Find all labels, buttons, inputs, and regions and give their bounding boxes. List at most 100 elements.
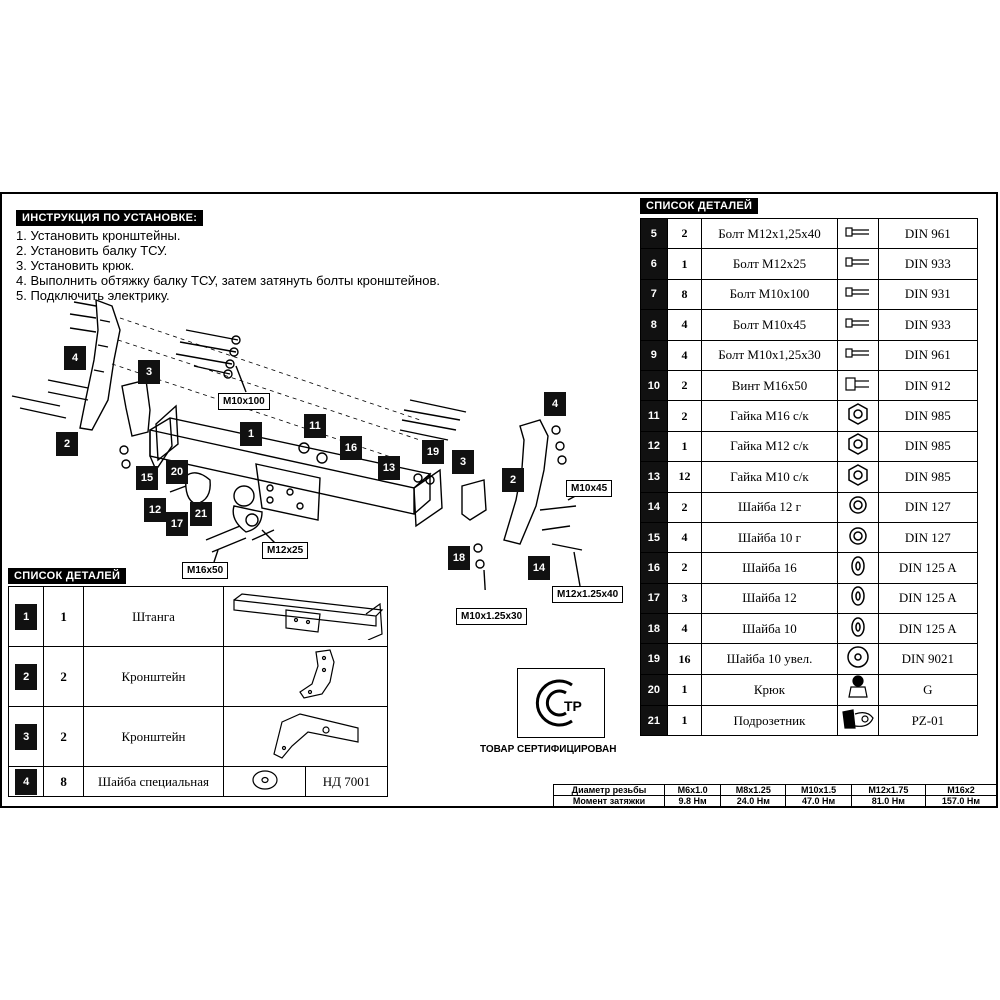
screw-icon — [836, 369, 879, 402]
instructions-title: ИНСТРУКЦИЯ ПО УСТАНОВКЕ: — [16, 210, 204, 226]
diagram-number-21: 21 — [190, 502, 212, 526]
part-qty: 12 — [666, 461, 703, 493]
diagram-number-4-left: 4 — [64, 346, 86, 370]
part-qty: 8 — [666, 278, 703, 311]
part-standard: DIN 985 — [877, 430, 979, 463]
left-parts-row: 1 1 Штанга — [7, 586, 388, 647]
part-name: Шайба 16 — [701, 552, 838, 584]
diagram-number-15: 15 — [136, 466, 158, 490]
part-qty: 2 — [666, 369, 703, 402]
diagram-number-1: 1 — [240, 422, 262, 446]
bolt-icon — [836, 278, 879, 311]
left-part-qty: 8 — [43, 766, 84, 797]
bolt-icon — [836, 217, 879, 250]
special-washer-drawing — [223, 766, 307, 797]
part-standard: DIN 9021 — [877, 643, 979, 675]
part-number: 9 — [640, 339, 668, 371]
part-number: 13 — [640, 461, 668, 493]
part-qty: 2 — [666, 552, 703, 584]
part-standard: DIN 933 — [877, 309, 979, 341]
part-name: Гайка М12 с/к — [701, 430, 838, 463]
left-parts-list-title: СПИСОК ДЕТАЛЕЙ — [8, 568, 127, 584]
left-part-number: 2 — [15, 663, 38, 690]
left-part-number: 3 — [15, 723, 38, 750]
diagram-number-4-right: 4 — [544, 392, 566, 416]
nut-icon — [836, 400, 879, 432]
diagram-number-19: 19 — [422, 440, 444, 464]
left-part-qty: 2 — [43, 706, 84, 767]
exploded-assembly-diagram — [11, 298, 591, 590]
step-5: 5. Подключить электрику. — [16, 288, 170, 303]
spring-washer-icon — [836, 491, 879, 523]
step-3: 3. Установить крюк. — [16, 258, 135, 273]
part-standard: DIN 125 A — [877, 552, 979, 584]
left-parts-row: 2 2 Кронштейн — [7, 646, 388, 707]
left-part-qty: 2 — [43, 646, 84, 707]
part-number: 8 — [640, 309, 668, 341]
part-standard: DIN 125 A — [877, 613, 979, 645]
left-part-name: Штанга — [82, 586, 225, 647]
part-name: Шайба 10 г — [701, 521, 838, 554]
drawing-sheet — [0, 192, 998, 808]
part-name: Шайба 10 — [701, 613, 838, 645]
hook-icon — [836, 673, 879, 706]
diagram-number-3-left: 3 — [138, 360, 160, 384]
callout-m10x125x30: M10x1.25x30 — [456, 608, 528, 625]
part-standard: DIN 127 — [877, 521, 979, 554]
diagram-number-14: 14 — [528, 556, 550, 580]
diagram-number-11: 11 — [304, 414, 326, 438]
part-name: Болт М10х1,25х30 — [701, 339, 838, 371]
instructions-steps: 1. Установить кронштейны. 2. Установить … — [16, 228, 440, 303]
left-part-name: Кронштейн — [82, 646, 225, 707]
bracket-drawing — [223, 646, 388, 707]
torque-value: 47.0 Нм — [785, 795, 852, 807]
bolt-icon — [836, 248, 879, 280]
part-name: Подрозетник — [701, 704, 838, 737]
torque-thread-row: Диаметр резьбы M6x1.0 M8x1.25 M10x1.5 M1… — [553, 784, 998, 796]
part-name: Винт М16х50 — [701, 369, 838, 402]
part-number: 21 — [640, 704, 668, 737]
left-part-standard: НД 7001 — [305, 766, 388, 797]
part-number: 10 — [640, 369, 668, 402]
diagram-number-2-left: 2 — [56, 432, 78, 456]
part-qty: 4 — [666, 521, 703, 554]
part-number: 15 — [640, 521, 668, 554]
nut-icon — [836, 461, 879, 493]
part-name: Крюк — [701, 673, 838, 706]
step-2: 2. Установить балку ТСУ. — [16, 243, 168, 258]
diagram-number-20: 20 — [166, 460, 188, 484]
part-qty: 2 — [666, 400, 703, 432]
diagram-number-12: 12 — [144, 498, 166, 522]
thread-size: M6x1.0 — [663, 784, 722, 796]
part-number: 16 — [640, 552, 668, 584]
part-qty: 2 — [666, 491, 703, 523]
bolt-icon — [836, 339, 879, 371]
part-qty: 16 — [666, 643, 703, 675]
left-part-qty: 1 — [43, 586, 84, 647]
torque-value: 24.0 Нм — [720, 795, 787, 807]
left-part-number: 1 — [15, 603, 38, 630]
diagram-number-16: 16 — [340, 436, 362, 460]
part-name: Шайба 12 г — [701, 491, 838, 523]
part-standard: DIN 985 — [877, 400, 979, 432]
part-number: 12 — [640, 430, 668, 463]
part-standard: DIN 985 — [877, 461, 979, 493]
part-name: Болт М12х1,25х40 — [701, 217, 838, 250]
torque-value: 157.0 Нм — [924, 795, 998, 807]
certification-logo-letters: ТР — [564, 698, 582, 714]
part-number: 11 — [640, 400, 668, 432]
part-number: 6 — [640, 248, 668, 280]
torque-row-label: Момент затяжки — [553, 795, 665, 807]
part-number: 19 — [640, 643, 668, 675]
part-number: 17 — [640, 582, 668, 615]
beam-drawing — [223, 586, 388, 647]
part-standard: DIN 912 — [877, 369, 979, 402]
